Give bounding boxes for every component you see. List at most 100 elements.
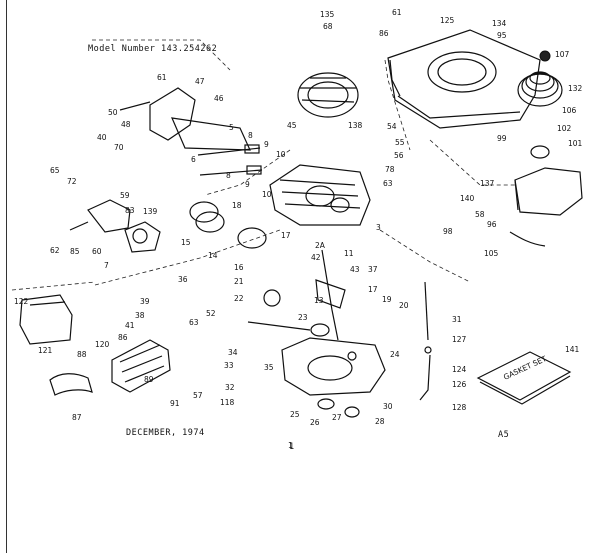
cylinder-block <box>269 164 371 226</box>
callout: 62 <box>50 246 60 255</box>
engine-sump <box>281 337 386 418</box>
callout: 70 <box>114 143 124 152</box>
callout: 10 <box>276 150 286 159</box>
callout: 34 <box>228 348 238 357</box>
carburetor <box>69 199 161 253</box>
page-number: 1 <box>289 442 295 452</box>
callout: 88 <box>77 350 87 359</box>
callout: 68 <box>323 22 333 31</box>
callout: 45 <box>287 121 297 130</box>
callout: 95 <box>497 31 507 40</box>
callout: 124 <box>452 365 467 374</box>
sheet-code: A5 <box>498 430 510 440</box>
callout: 91 <box>170 399 180 408</box>
callout: 9 <box>264 140 269 149</box>
callout: 137 <box>480 179 495 188</box>
callout: 54 <box>387 122 397 131</box>
callout: 27 <box>332 413 342 422</box>
callout: 61 <box>157 73 167 82</box>
callout: 134 <box>492 19 507 28</box>
callout: 40 <box>97 133 107 142</box>
callout: 35 <box>264 363 274 372</box>
callout: 98 <box>443 227 453 236</box>
callout: 43 <box>350 265 360 274</box>
callout: 61 <box>392 8 402 17</box>
callout: 8 <box>248 131 253 140</box>
callout: 102 <box>557 124 572 133</box>
callout: 17 <box>368 285 378 294</box>
callout: 20 <box>399 301 409 310</box>
callout: 41 <box>125 321 135 330</box>
callout: 50 <box>108 108 118 117</box>
callout: 99 <box>497 134 507 143</box>
callout: 87 <box>72 413 82 422</box>
callout: 72 <box>67 177 77 186</box>
callout: 106 <box>562 106 577 115</box>
callout: 36 <box>178 275 188 284</box>
callout: 25 <box>290 410 300 419</box>
callout: 39 <box>140 297 150 306</box>
valve-cover <box>119 87 251 151</box>
callout: 10 <box>262 190 272 199</box>
sheet-left-border <box>6 0 7 553</box>
callout: 3 <box>376 223 381 232</box>
callout: 38 <box>135 311 145 320</box>
callout: 1 <box>288 441 293 450</box>
callout: 18 <box>232 201 242 210</box>
callout: 120 <box>95 340 110 349</box>
callout: 57 <box>193 391 203 400</box>
callout: 63 <box>383 179 393 188</box>
callout: 83 <box>125 206 135 215</box>
valve-assembly <box>197 144 263 176</box>
callout: 127 <box>452 335 467 344</box>
callout: 13 <box>314 296 324 305</box>
callout: 118 <box>220 398 235 407</box>
callout: 2A <box>315 241 326 250</box>
breather-tube <box>189 201 267 249</box>
callout: 5 <box>229 123 234 132</box>
callout: 9 <box>245 180 250 189</box>
callout: 78 <box>385 165 395 174</box>
callout: 24 <box>390 350 400 359</box>
callout: 96 <box>487 220 497 229</box>
callout: 141 <box>565 345 580 354</box>
callout: 86 <box>118 333 128 342</box>
callout: 63 <box>189 318 199 327</box>
callout: 22 <box>234 294 244 303</box>
callout: 17 <box>281 231 291 240</box>
rewind-starter <box>517 50 563 107</box>
callout: 85 <box>70 247 80 256</box>
callout: 107 <box>555 50 570 59</box>
callout: 19 <box>382 295 392 304</box>
callout: 37 <box>368 265 378 274</box>
model-number-label: Model Number 143.254262 <box>88 44 218 54</box>
callout: 48 <box>121 120 131 129</box>
callout: 86 <box>379 29 389 38</box>
callout: 21 <box>234 277 244 286</box>
callout: 16 <box>234 263 244 272</box>
callout: 31 <box>452 315 462 324</box>
callout: 42 <box>311 253 321 262</box>
callout: 8 <box>226 171 231 180</box>
callout: 105 <box>484 249 499 258</box>
callout: 6 <box>191 155 196 164</box>
callout: 28 <box>375 417 385 426</box>
callout: 26 <box>310 418 320 427</box>
callout-labels: 135 68 61 125 134 95 86 107 132 106 102 … <box>14 8 583 450</box>
callout: 14 <box>208 251 218 260</box>
air-cleaner <box>19 294 73 345</box>
callout: 47 <box>195 77 205 86</box>
callout: 30 <box>383 402 393 411</box>
callout: 56 <box>394 151 404 160</box>
fuel-tank <box>509 145 583 247</box>
callout: 135 <box>320 10 335 19</box>
callout: 32 <box>225 383 235 392</box>
callout: 139 <box>143 207 158 216</box>
callout: 55 <box>395 138 405 147</box>
callout: 59 <box>120 191 130 200</box>
callout: 58 <box>475 210 485 219</box>
blower-housing <box>387 29 541 129</box>
crankshaft <box>247 249 346 341</box>
assembly-guide-lines <box>11 39 515 291</box>
